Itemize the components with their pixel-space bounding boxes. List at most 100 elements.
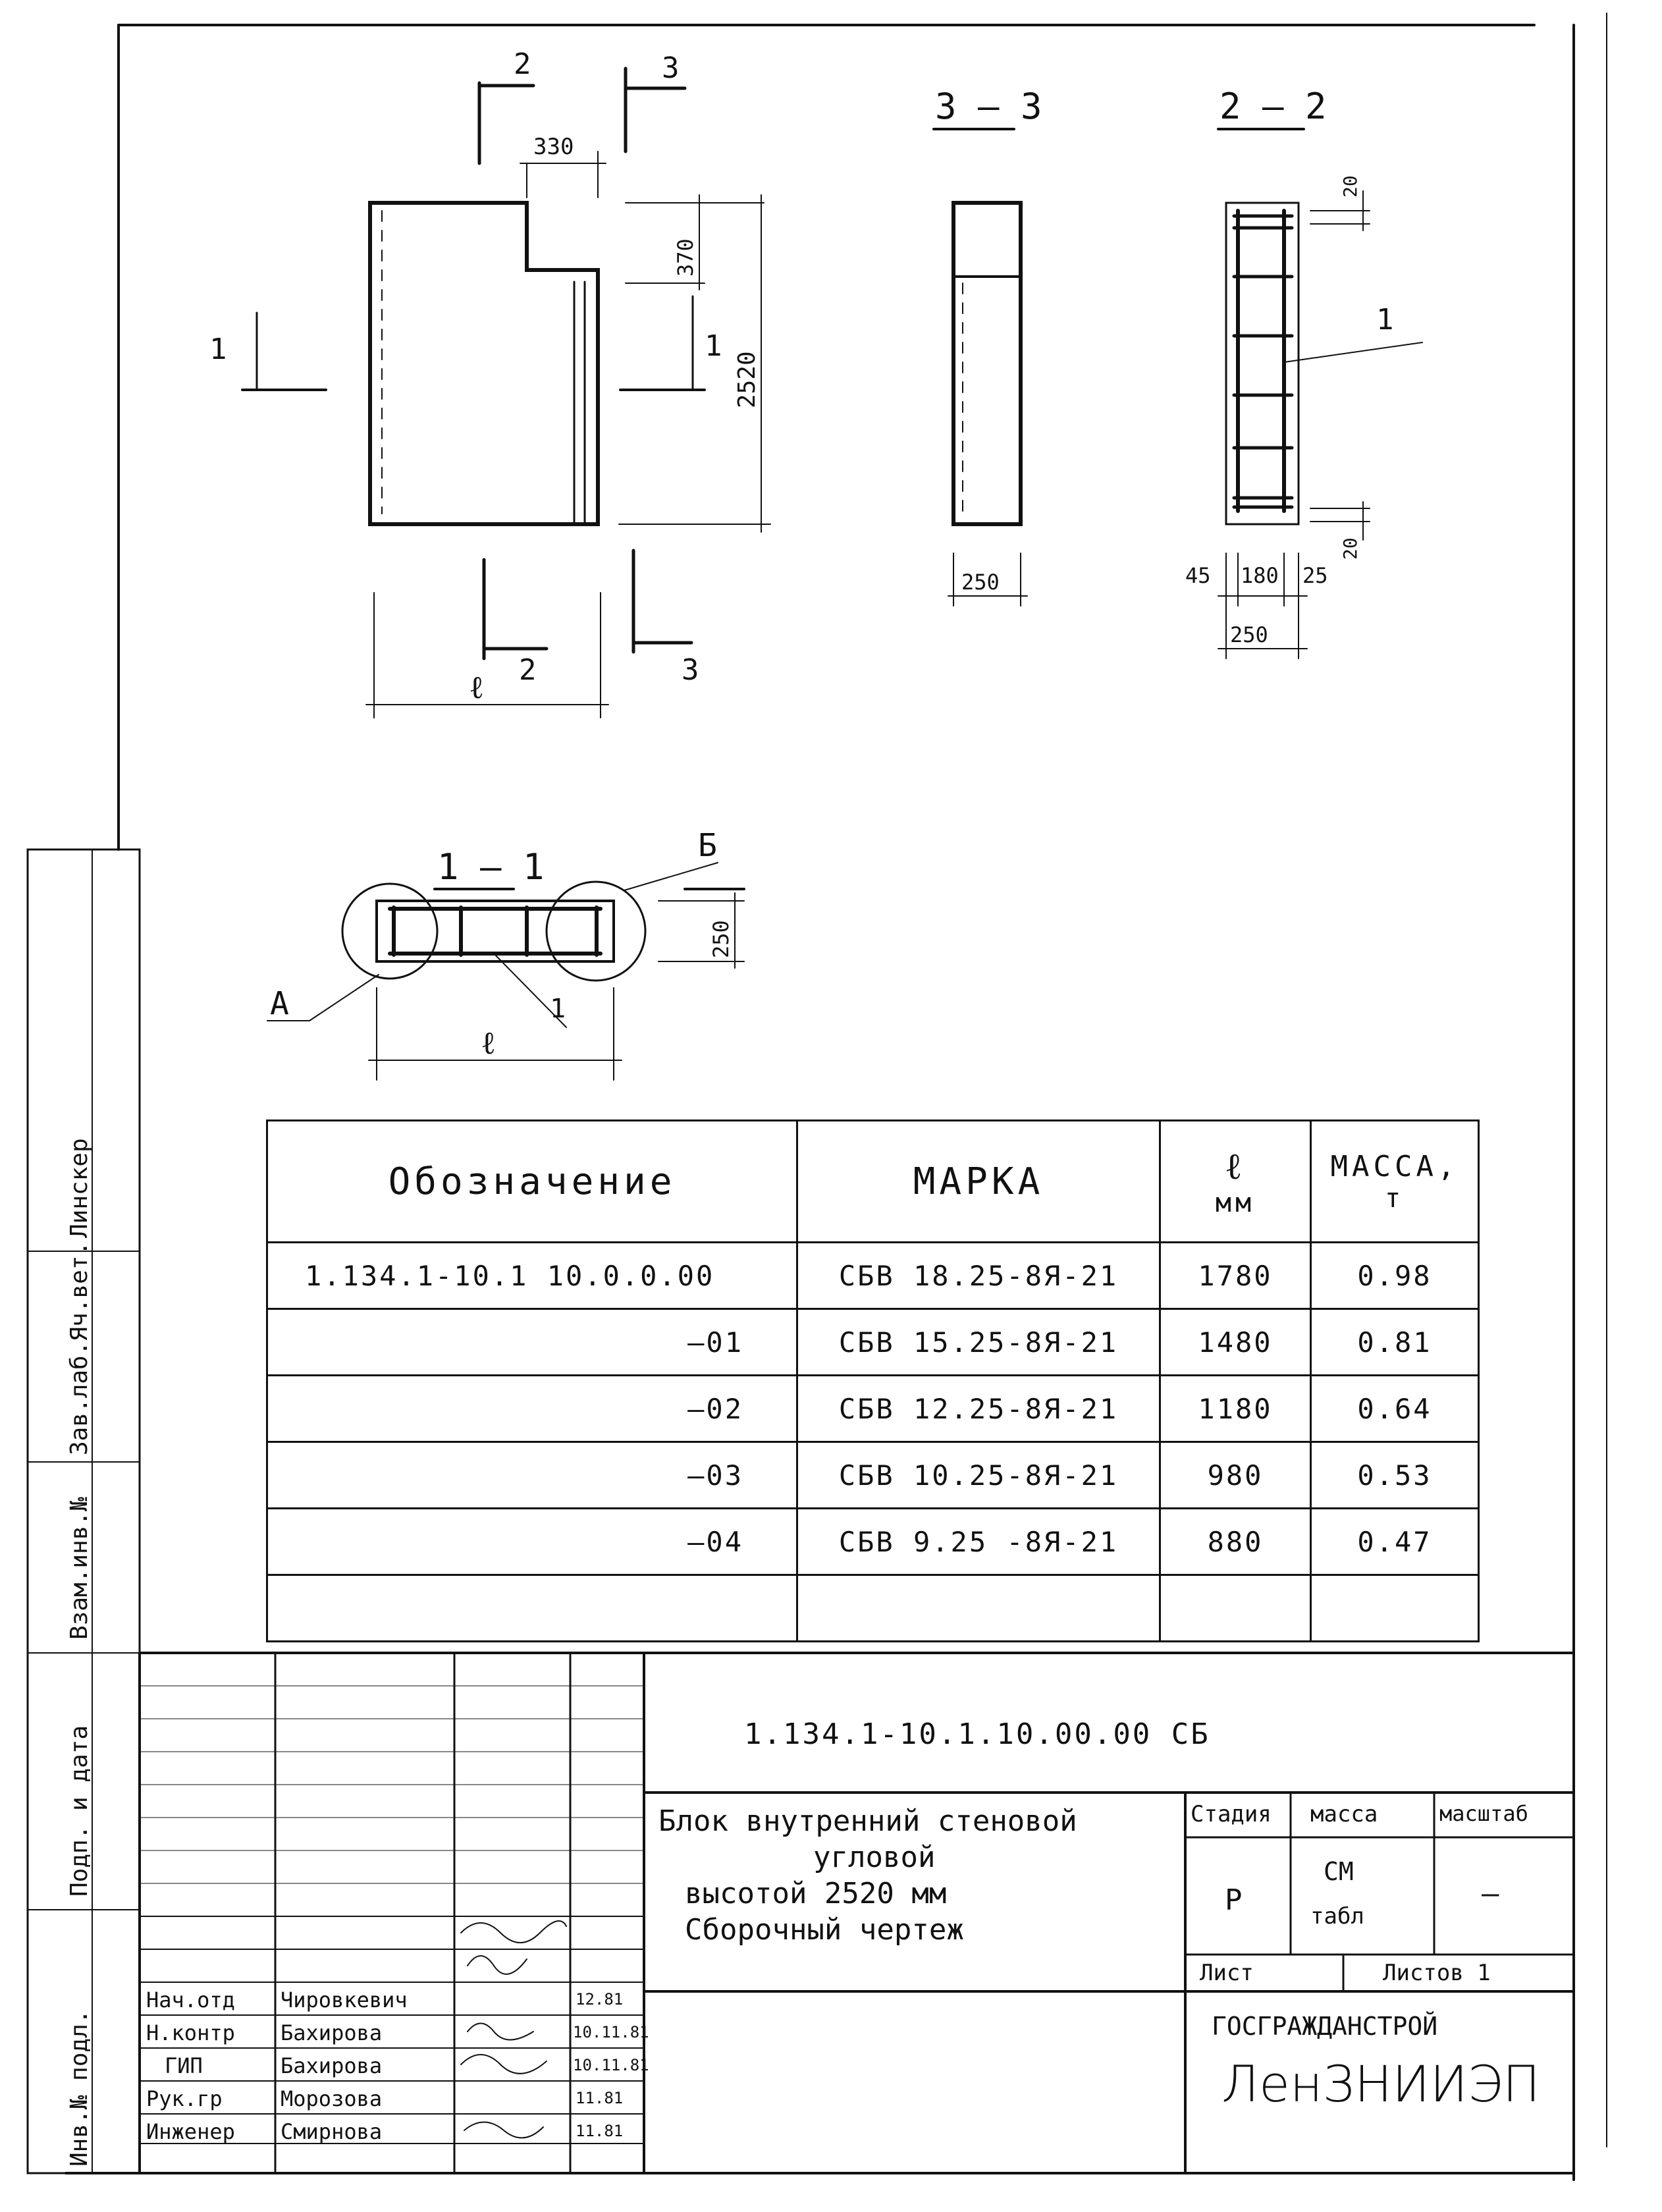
header-mark: МАРКА bbox=[796, 1119, 1161, 1243]
spec-table: Обозначение МАРКА ℓ мм МАССА, т 1.134.1-… bbox=[266, 1119, 1480, 1642]
row-mass: 0.98 bbox=[1310, 1241, 1480, 1310]
staff-role-2: Н.контр bbox=[146, 2020, 235, 2045]
section-22-callout: 1 bbox=[1376, 303, 1394, 337]
staff-name-2: Бахирова bbox=[281, 2020, 383, 2045]
doc-title-line-1: Блок внутренний стеновой bbox=[658, 1804, 1077, 1838]
staff-role-1: Нач.отд bbox=[146, 1987, 235, 2012]
row-length: 1480 bbox=[1159, 1308, 1312, 1376]
section-22-dim-45: 45 bbox=[1185, 563, 1211, 588]
header-length-symbol: ℓ bbox=[1224, 1145, 1246, 1188]
sheets-label: Листов 1 bbox=[1383, 1960, 1491, 1986]
empty-cell bbox=[796, 1574, 1161, 1642]
dim-length: ℓ bbox=[469, 669, 484, 706]
dim-notch-height: 370 bbox=[673, 238, 698, 277]
header-mass-label: МАССА, bbox=[1330, 1149, 1459, 1183]
row-designation: —03 bbox=[266, 1441, 798, 1509]
empty-cell bbox=[1310, 1574, 1480, 1642]
section-22-dim-25: 25 bbox=[1302, 563, 1328, 588]
side-stamp-replace-inv: Взам.инв.№ bbox=[66, 1497, 93, 1640]
row-length: 880 bbox=[1159, 1507, 1312, 1576]
row-length: 980 bbox=[1159, 1441, 1312, 1509]
staff-date-5: 11.81 bbox=[576, 2122, 624, 2140]
section-11-dim-height: 250 bbox=[709, 920, 734, 958]
org-line-2: ЛенЗНИИЭП bbox=[1221, 2055, 1541, 2113]
section-mark-1-right: 1 bbox=[705, 329, 722, 363]
section-22-title: 2 — 2 bbox=[1220, 86, 1327, 127]
header-length: ℓ мм bbox=[1159, 1119, 1312, 1243]
side-stamp-linsker: Линскер bbox=[66, 1138, 93, 1238]
header-designation: Обозначение bbox=[266, 1119, 798, 1243]
row-mass: 0.81 bbox=[1310, 1308, 1480, 1376]
section-11-callout-b: Б bbox=[698, 827, 717, 864]
row-designation: —01 bbox=[266, 1308, 798, 1376]
doc-title-line-3: высотой 2520 мм bbox=[685, 1877, 947, 1910]
org-line-1: ГОСГРАЖДАНСТРОЙ bbox=[1212, 2012, 1438, 2041]
empty-cell bbox=[266, 1574, 798, 1642]
row-mass: 0.53 bbox=[1310, 1441, 1480, 1509]
side-stamp-sign-date: Подп. и дата bbox=[66, 1725, 93, 1897]
section-11-title: 1 — 1 bbox=[437, 846, 545, 888]
section-11-dim-length: ℓ bbox=[481, 1025, 496, 1062]
mass-label: масса bbox=[1310, 1801, 1378, 1827]
row-mark: СБВ 9.25 -8Я-21 bbox=[796, 1507, 1161, 1576]
section-33-title: 3 — 3 bbox=[935, 86, 1042, 127]
section-22-dim-total: 250 bbox=[1230, 622, 1268, 647]
dim-notch-width: 330 bbox=[533, 134, 574, 160]
row-designation: —02 bbox=[266, 1374, 798, 1443]
section-22-dim-bottom: 20 bbox=[1339, 537, 1361, 560]
dim-height: 2520 bbox=[734, 351, 761, 408]
section-22-dim-top: 20 bbox=[1339, 175, 1361, 198]
scale-label: масштаб bbox=[1439, 1801, 1528, 1826]
staff-date-2: 10.11.81 bbox=[573, 2023, 649, 2041]
stage-label: Стадия bbox=[1191, 1801, 1272, 1827]
section-mark-3-bottom: 3 bbox=[682, 653, 699, 687]
row-designation: —04 bbox=[266, 1507, 798, 1576]
table-row: —02 СБВ 12.25-8Я-21 1180 0.64 bbox=[266, 1374, 1480, 1443]
elevation-labels: 2 3 2 3 1 1 330 370 2520 ℓ bbox=[209, 47, 761, 706]
side-stamp-inv-no: Инв.№ подл. bbox=[66, 2009, 93, 2167]
mass-value-2: табл bbox=[1310, 1903, 1364, 1929]
row-mark: СБВ 15.25-8Я-21 bbox=[796, 1308, 1161, 1376]
table-row: —01 СБВ 15.25-8Я-21 1480 0.81 bbox=[266, 1308, 1480, 1376]
row-mark: СБВ 18.25-8Я-21 bbox=[796, 1241, 1161, 1310]
table-row: —03 СБВ 10.25-8Я-21 980 0.53 bbox=[266, 1441, 1480, 1509]
scale-value: — bbox=[1482, 1877, 1499, 1910]
section-mark-2-top: 2 bbox=[514, 47, 531, 81]
section-22-labels: 2 — 2 20 20 1 45 180 25 250 bbox=[1185, 86, 1394, 647]
spec-header-row: Обозначение МАРКА ℓ мм МАССА, т bbox=[266, 1119, 1480, 1243]
section-33-labels: 3 — 3 250 bbox=[935, 86, 1042, 595]
section-mark-3-top: 3 bbox=[662, 51, 680, 85]
staff-date-4: 11.81 bbox=[576, 2089, 624, 2107]
section-mark-2-bottom: 2 bbox=[519, 653, 537, 687]
staff-role-4: Рук.гр bbox=[146, 2086, 223, 2111]
staff-name-4: Морозова bbox=[281, 2086, 383, 2111]
staff-date-1: 12.81 bbox=[576, 1990, 624, 2009]
table-row: —04 СБВ 9.25 -8Я-21 880 0.47 bbox=[266, 1507, 1480, 1576]
section-22-dim-180: 180 bbox=[1241, 563, 1279, 588]
row-length: 1180 bbox=[1159, 1374, 1312, 1443]
sheet-label: Лист bbox=[1200, 1960, 1254, 1986]
section-11-labels: 1 — 1 Б А 1 250 ℓ bbox=[270, 827, 734, 1062]
table-row-empty bbox=[266, 1574, 1480, 1642]
section-33-dim-width: 250 bbox=[961, 570, 1000, 595]
staff-name-3: Бахирова bbox=[281, 2053, 383, 2078]
row-mark: СБВ 12.25-8Я-21 bbox=[796, 1374, 1161, 1443]
staff-name-1: Чировкевич bbox=[281, 1987, 408, 2012]
staff-name-5: Смирнова bbox=[281, 2119, 383, 2144]
header-length-unit: мм bbox=[1215, 1187, 1256, 1218]
staff-role-3: ГИП bbox=[165, 2053, 203, 2078]
row-mark: СБВ 10.25-8Я-21 bbox=[796, 1441, 1161, 1509]
mass-value-1: СМ bbox=[1324, 1857, 1354, 1886]
side-stamp-lab-head: Зав.лаб.Яч.вет. bbox=[66, 1241, 93, 1455]
row-mass: 0.64 bbox=[1310, 1374, 1480, 1443]
stage-value: Р bbox=[1225, 1883, 1243, 1917]
row-length: 1780 bbox=[1159, 1241, 1312, 1310]
empty-cell bbox=[1159, 1574, 1312, 1642]
doc-title-line-4: Сборочный чертеж bbox=[685, 1913, 964, 1947]
section-11-callout-a: А bbox=[270, 985, 289, 1022]
header-mass-unit: т bbox=[1384, 1183, 1405, 1214]
staff-date-3: 10.11.81 bbox=[573, 2056, 649, 2074]
header-mass: МАССА, т bbox=[1310, 1119, 1480, 1243]
